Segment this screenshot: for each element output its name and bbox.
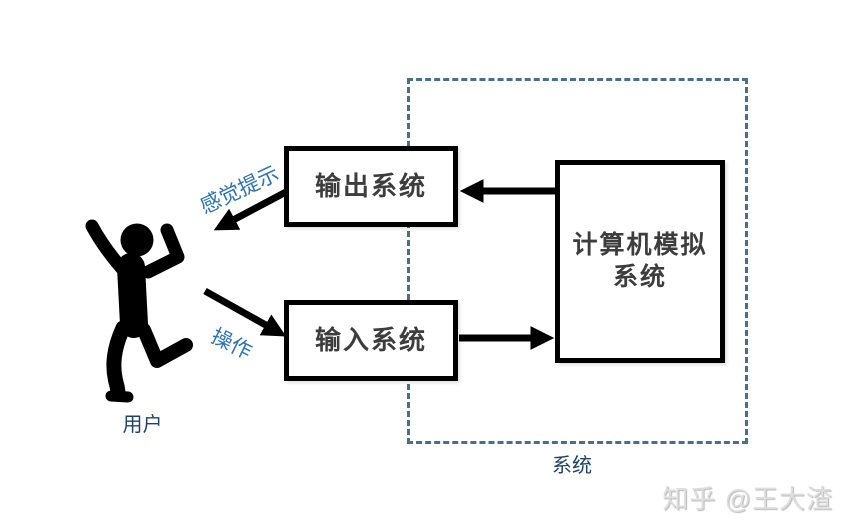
computer-simulation-box: 计算机模拟 系统 [555, 160, 725, 363]
system-boundary-caption: 系统 [552, 455, 592, 477]
person-left-arm [85, 219, 133, 280]
output-system-box: 输出系统 [284, 146, 458, 227]
computer-simulation-label-line2: 系统 [612, 262, 667, 291]
person-left-foot [105, 390, 134, 403]
input-system-box: 输入系统 [284, 300, 458, 381]
user-caption: 用户 [122, 414, 163, 436]
computer-simulation-label-line1: 计算机模拟 [572, 231, 708, 260]
sensory-cue-label: 感觉提示 [196, 162, 283, 219]
person-left-leg [106, 320, 131, 400]
computer-simulation-label: 计算机模拟 系统 [572, 230, 707, 293]
person-head [120, 223, 154, 257]
jumping-person-icon [85, 219, 193, 403]
person-torso [117, 253, 148, 338]
operation-label: 操作 [207, 324, 256, 364]
watermark: 知乎 @王大渣 [662, 484, 833, 514]
output-system-label: 输出系统 [314, 171, 427, 202]
person-right-arm [141, 223, 185, 279]
system-boundary [407, 78, 748, 444]
input-system-label: 输入系统 [314, 325, 427, 356]
person-right-leg [137, 323, 193, 368]
